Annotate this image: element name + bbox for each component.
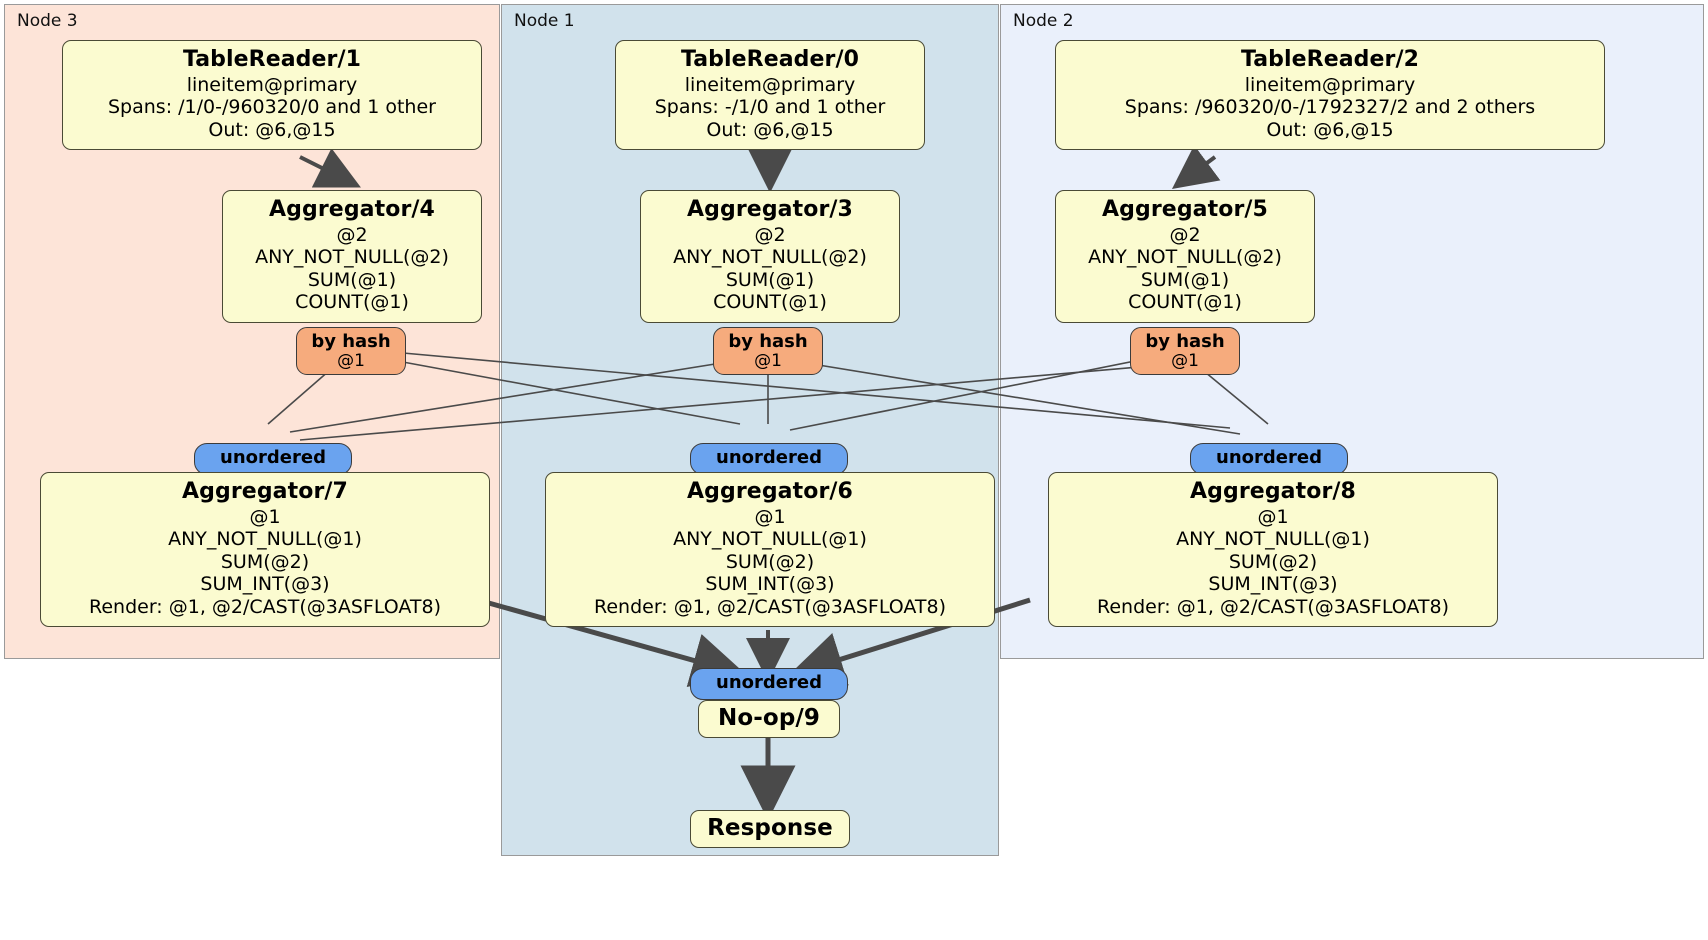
processor-aggregator-5[interactable]: Aggregator/5 @2 ANY_NOT_NULL(@2) SUM(@1)…: [1055, 190, 1315, 323]
processor-line: lineitem@primary: [684, 73, 856, 96]
processor-line: SUM(@1): [1140, 268, 1230, 291]
processor-line: @1: [1257, 505, 1289, 528]
processor-line: Spans: -/1/0 and 1 other: [654, 96, 886, 119]
processor-line: ANY_NOT_NULL(@2): [673, 246, 867, 269]
hash-router-left[interactable]: by hash @1: [296, 327, 406, 375]
processor-title: Aggregator/4: [269, 197, 435, 222]
hash-router-center[interactable]: by hash @1: [713, 327, 823, 375]
processor-title: Aggregator/5: [1102, 197, 1268, 222]
processor-line: ANY_NOT_NULL(@1): [673, 528, 867, 551]
processor-table-reader-2[interactable]: TableReader/2 lineitem@primary Spans: /9…: [1055, 40, 1605, 151]
synchronizer-final[interactable]: unordered: [690, 668, 848, 700]
hash-router-type: by hash: [728, 331, 808, 352]
processor-title: Response: [707, 815, 833, 841]
processor-line: SUM(@2): [725, 550, 815, 573]
processor-aggregator-4[interactable]: Aggregator/4 @2 ANY_NOT_NULL(@2) SUM(@1)…: [222, 190, 482, 323]
processor-title: Aggregator/8: [1190, 479, 1356, 504]
processor-title: Aggregator/7: [182, 479, 348, 504]
processor-title: TableReader/1: [182, 47, 362, 72]
processor-table-reader-0[interactable]: TableReader/0 lineitem@primary Spans: -/…: [615, 40, 925, 151]
cluster-label-node2: Node 2: [1013, 11, 1074, 31]
synchronizer-label: unordered: [716, 672, 822, 693]
processor-line: ANY_NOT_NULL(@1): [168, 528, 362, 551]
processor-line: @2: [336, 223, 368, 246]
processor-aggregator-3[interactable]: Aggregator/3 @2 ANY_NOT_NULL(@2) SUM(@1)…: [640, 190, 900, 323]
processor-line: @1: [249, 505, 281, 528]
processor-line: SUM(@2): [1228, 550, 1318, 573]
processor-line: ANY_NOT_NULL(@1): [1176, 528, 1370, 551]
synchronizer-left[interactable]: unordered: [194, 443, 352, 475]
processor-line: Render: @1, @2/CAST(@3ASFLOAT8): [89, 595, 441, 618]
processor-line: Out: @6,@15: [208, 118, 336, 141]
processor-line: @2: [1169, 223, 1201, 246]
processor-table-reader-1[interactable]: TableReader/1 lineitem@primary Spans: /1…: [62, 40, 482, 151]
processor-line: SUM(@1): [307, 268, 397, 291]
hash-router-type: by hash: [311, 331, 391, 352]
synchronizer-center[interactable]: unordered: [690, 443, 848, 475]
processor-line: SUM(@2): [220, 550, 310, 573]
synchronizer-label: unordered: [1216, 447, 1322, 468]
hash-router-key: @1: [337, 350, 365, 371]
processor-line: @2: [754, 223, 786, 246]
processor-line: SUM(@1): [725, 268, 815, 291]
processor-line: Spans: /1/0-/960320/0 and 1 other: [108, 96, 436, 119]
synchronizer-label: unordered: [220, 447, 326, 468]
processor-line: SUM_INT(@3): [200, 573, 330, 596]
processor-response[interactable]: Response: [690, 810, 850, 849]
synchronizer-label: unordered: [716, 447, 822, 468]
processor-line: Spans: /960320/0-/1792327/2 and 2 others: [1124, 96, 1536, 119]
cluster-label-node3: Node 3: [17, 11, 78, 31]
hash-router-type: by hash: [1145, 331, 1225, 352]
processor-line: COUNT(@1): [1128, 291, 1242, 314]
processor-title: Aggregator/3: [687, 197, 853, 222]
processor-line: Out: @6,@15: [1266, 118, 1394, 141]
processor-line: COUNT(@1): [295, 291, 409, 314]
hash-router-right[interactable]: by hash @1: [1130, 327, 1240, 375]
processor-line: lineitem@primary: [1244, 73, 1416, 96]
processor-line: Out: @6,@15: [706, 118, 834, 141]
hash-router-key: @1: [1171, 350, 1199, 371]
processor-aggregator-8[interactable]: Aggregator/8 @1 ANY_NOT_NULL(@1) SUM(@2)…: [1048, 472, 1498, 627]
processor-aggregator-7[interactable]: Aggregator/7 @1 ANY_NOT_NULL(@1) SUM(@2)…: [40, 472, 490, 627]
processor-line: Render: @1, @2/CAST(@3ASFLOAT8): [594, 595, 946, 618]
processor-title: TableReader/0: [680, 47, 860, 72]
processor-line: COUNT(@1): [713, 291, 827, 314]
processor-line: SUM_INT(@3): [705, 573, 835, 596]
processor-line: SUM_INT(@3): [1208, 573, 1338, 596]
processor-title: TableReader/2: [1240, 47, 1420, 72]
processor-title: Aggregator/6: [687, 479, 853, 504]
processor-aggregator-6[interactable]: Aggregator/6 @1 ANY_NOT_NULL(@1) SUM(@2)…: [545, 472, 995, 627]
cluster-label-node1: Node 1: [514, 11, 575, 31]
processor-noop-9[interactable]: No-op/9: [698, 700, 840, 739]
processor-title: No-op/9: [718, 705, 820, 731]
processor-line: ANY_NOT_NULL(@2): [255, 246, 449, 269]
synchronizer-right[interactable]: unordered: [1190, 443, 1348, 475]
hash-router-key: @1: [754, 350, 782, 371]
processor-line: Render: @1, @2/CAST(@3ASFLOAT8): [1097, 595, 1449, 618]
processor-line: ANY_NOT_NULL(@2): [1088, 246, 1282, 269]
processor-line: @1: [754, 505, 786, 528]
processor-line: lineitem@primary: [186, 73, 358, 96]
